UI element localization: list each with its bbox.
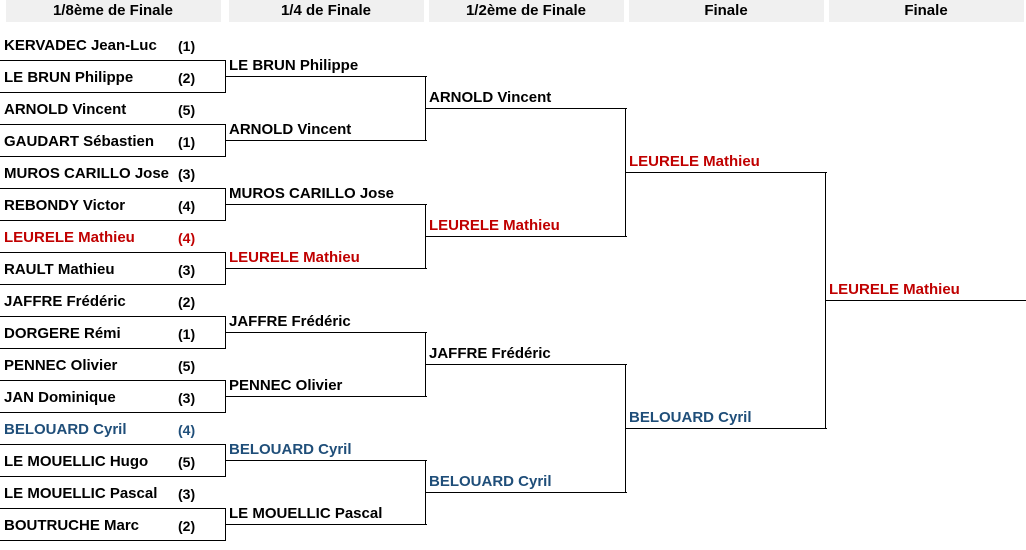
round1-player-seed: (4) (178, 198, 196, 214)
round3-player-name: BELOUARD Cyril (429, 473, 552, 490)
round3-player-name: JAFFRE Frédéric (429, 345, 551, 362)
round2-connector (425, 76, 426, 141)
round-header-1: 1/8ème de Finale (5, 0, 221, 22)
round1-player-seed: (2) (178, 70, 196, 86)
round1-slot-line (0, 444, 226, 445)
round1-slot-line (0, 124, 226, 125)
round1-player-name: BELOUARD Cyril (4, 421, 127, 438)
round2-slot-line (226, 76, 427, 77)
round-header-3: 1/2ème de Finale (428, 0, 624, 22)
round2-slot-line (226, 268, 427, 269)
round1-connector (225, 124, 226, 157)
round3-connector (625, 108, 626, 237)
round1-player-seed: (5) (178, 454, 196, 470)
round1-slot-line (0, 60, 226, 61)
round4-connector (825, 172, 826, 429)
round1-slot-line (0, 156, 226, 157)
round1-connector (225, 60, 226, 93)
round1-player-name: JAN Dominique (4, 389, 116, 406)
round1-slot-line (0, 540, 226, 541)
round1-connector (225, 380, 226, 413)
round2-player-name: JAFFRE Frédéric (229, 313, 351, 330)
round5-slot-line (826, 300, 1026, 301)
round2-slot-line (226, 140, 427, 141)
round3-player-name: ARNOLD Vincent (429, 89, 552, 106)
round3-slot-line (426, 492, 627, 493)
round1-slot-line (0, 220, 226, 221)
round5-player-name: LEURELE Mathieu (829, 281, 960, 298)
round4-player-name: BELOUARD Cyril (629, 409, 752, 426)
round1-player-name: RAULT Mathieu (4, 261, 115, 278)
round1-connector (225, 188, 226, 221)
round1-player-name: DORGERE Rémi (4, 325, 121, 342)
round2-connector (425, 460, 426, 525)
round2-slot-line (226, 204, 427, 205)
round1-player-seed: (3) (178, 262, 196, 278)
round1-connector (225, 252, 226, 285)
round1-player-name: PENNEC Olivier (4, 357, 118, 374)
round-header-5: Finale (828, 0, 1024, 22)
round2-player-name: LE MOUELLIC Pascal (229, 505, 383, 522)
round1-player-name: MUROS CARILLO Jose (4, 165, 170, 182)
round4-slot-line (626, 428, 827, 429)
round1-connector (225, 508, 226, 541)
round2-slot-line (226, 332, 427, 333)
round1-player-name: KERVADEC Jean-Luc (4, 37, 157, 54)
round3-slot-line (426, 108, 627, 109)
round1-slot-line (0, 252, 226, 253)
round1-player-name: LE MOUELLIC Pascal (4, 485, 158, 502)
round1-player-name: JAFFRE Frédéric (4, 293, 126, 310)
round3-slot-line (426, 364, 627, 365)
round2-connector (425, 332, 426, 397)
round2-player-name: ARNOLD Vincent (229, 121, 352, 138)
round1-player-name: ARNOLD Vincent (4, 101, 127, 118)
round2-player-name: PENNEC Olivier (229, 377, 343, 394)
round1-player-name: LEURELE Mathieu (4, 229, 135, 246)
round-header-2: 1/4 de Finale (228, 0, 424, 22)
round1-player-seed: (1) (178, 326, 196, 342)
round1-player-name: REBONDY Victor (4, 197, 126, 214)
round1-player-seed: (2) (178, 294, 196, 310)
round1-player-name: LE BRUN Philippe (4, 69, 134, 86)
round1-player-seed: (5) (178, 102, 196, 118)
round4-slot-line (626, 172, 827, 173)
round1-player-seed: (5) (178, 358, 196, 374)
round1-slot-line (0, 188, 226, 189)
round1-player-seed: (4) (178, 230, 196, 246)
round1-slot-line (0, 348, 226, 349)
round1-player-seed: (2) (178, 518, 196, 534)
round1-player-name: GAUDART Sébastien (4, 133, 155, 150)
round1-slot-line (0, 476, 226, 477)
round1-player-name: LE MOUELLIC Hugo (4, 453, 149, 470)
round1-slot-line (0, 316, 226, 317)
round1-player-seed: (3) (178, 486, 196, 502)
round1-player-seed: (1) (178, 38, 196, 54)
round3-slot-line (426, 236, 627, 237)
round2-player-name: LE BRUN Philippe (229, 57, 359, 74)
round2-slot-line (226, 396, 427, 397)
round2-player-name: LEURELE Mathieu (229, 249, 360, 266)
round1-player-name: BOUTRUCHE Marc (4, 517, 140, 534)
round2-slot-line (226, 524, 427, 525)
round1-player-seed: (4) (178, 422, 196, 438)
round3-player-name: LEURELE Mathieu (429, 217, 560, 234)
round1-player-seed: (3) (178, 390, 196, 406)
round1-slot-line (0, 92, 226, 93)
round2-slot-line (226, 460, 427, 461)
round2-player-name: BELOUARD Cyril (229, 441, 352, 458)
round1-slot-line (0, 508, 226, 509)
round2-connector (425, 204, 426, 269)
round1-slot-line (0, 412, 226, 413)
round1-slot-line (0, 284, 226, 285)
round4-player-name: LEURELE Mathieu (629, 153, 760, 170)
round1-player-seed: (1) (178, 134, 196, 150)
round3-connector (625, 364, 626, 493)
round1-slot-line (0, 380, 226, 381)
round1-player-seed: (3) (178, 166, 196, 182)
round1-connector (225, 444, 226, 477)
round-header-4: Finale (628, 0, 824, 22)
round2-player-name: MUROS CARILLO Jose (229, 185, 395, 202)
round1-connector (225, 316, 226, 349)
